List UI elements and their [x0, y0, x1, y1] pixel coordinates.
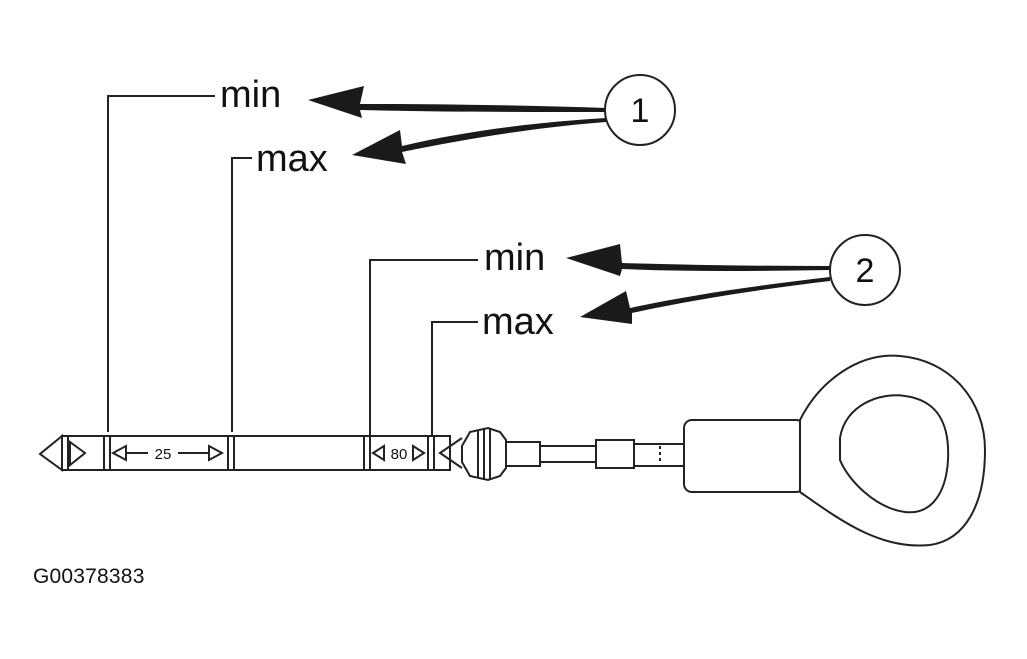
figure-id: G00378383 — [33, 565, 145, 588]
label-min-2: min — [484, 237, 545, 279]
handle-grip — [683, 419, 805, 493]
dipstick-blade — [61, 435, 451, 471]
range-1-number: 25 — [155, 446, 172, 463]
range-2-number: 80 — [391, 446, 408, 463]
callout-1: 1 — [604, 74, 676, 146]
leader-max-2 — [431, 321, 478, 436]
callout-2: 2 — [829, 234, 901, 306]
leader-max-1 — [231, 157, 252, 432]
label-min-1: min — [220, 74, 281, 116]
leader-min-1 — [107, 95, 215, 432]
callout-2-circle — [829, 234, 901, 306]
shaft-segment-3 — [595, 439, 635, 469]
range-2-right-arrow — [412, 444, 426, 462]
dipstick-tip — [38, 433, 63, 472]
shaft-segment-1 — [505, 441, 541, 467]
arrow-c1-to-min — [308, 86, 606, 118]
range-1-right-arrow — [208, 444, 225, 462]
dipstick — [38, 354, 987, 547]
tip-triangle-marker — [69, 440, 87, 468]
range-2-left-arrow — [371, 444, 385, 462]
shaft-segment-2 — [539, 445, 597, 463]
blade-end-chevron — [438, 437, 463, 469]
arrow-c2-to-max — [580, 277, 830, 324]
leader-min-2 — [369, 259, 478, 436]
callout-1-number: 1 — [631, 92, 650, 130]
handle-loop-inner — [839, 394, 950, 514]
label-max-2: max — [482, 301, 554, 343]
arrow-c2-to-min — [566, 244, 830, 276]
leader-lines — [107, 95, 478, 436]
callout-2-number: 2 — [856, 252, 875, 290]
callout-1-circle — [604, 74, 676, 146]
arrow-c1-to-max — [352, 118, 606, 164]
callout-arrows — [308, 86, 830, 324]
label-max-1: max — [256, 138, 328, 180]
